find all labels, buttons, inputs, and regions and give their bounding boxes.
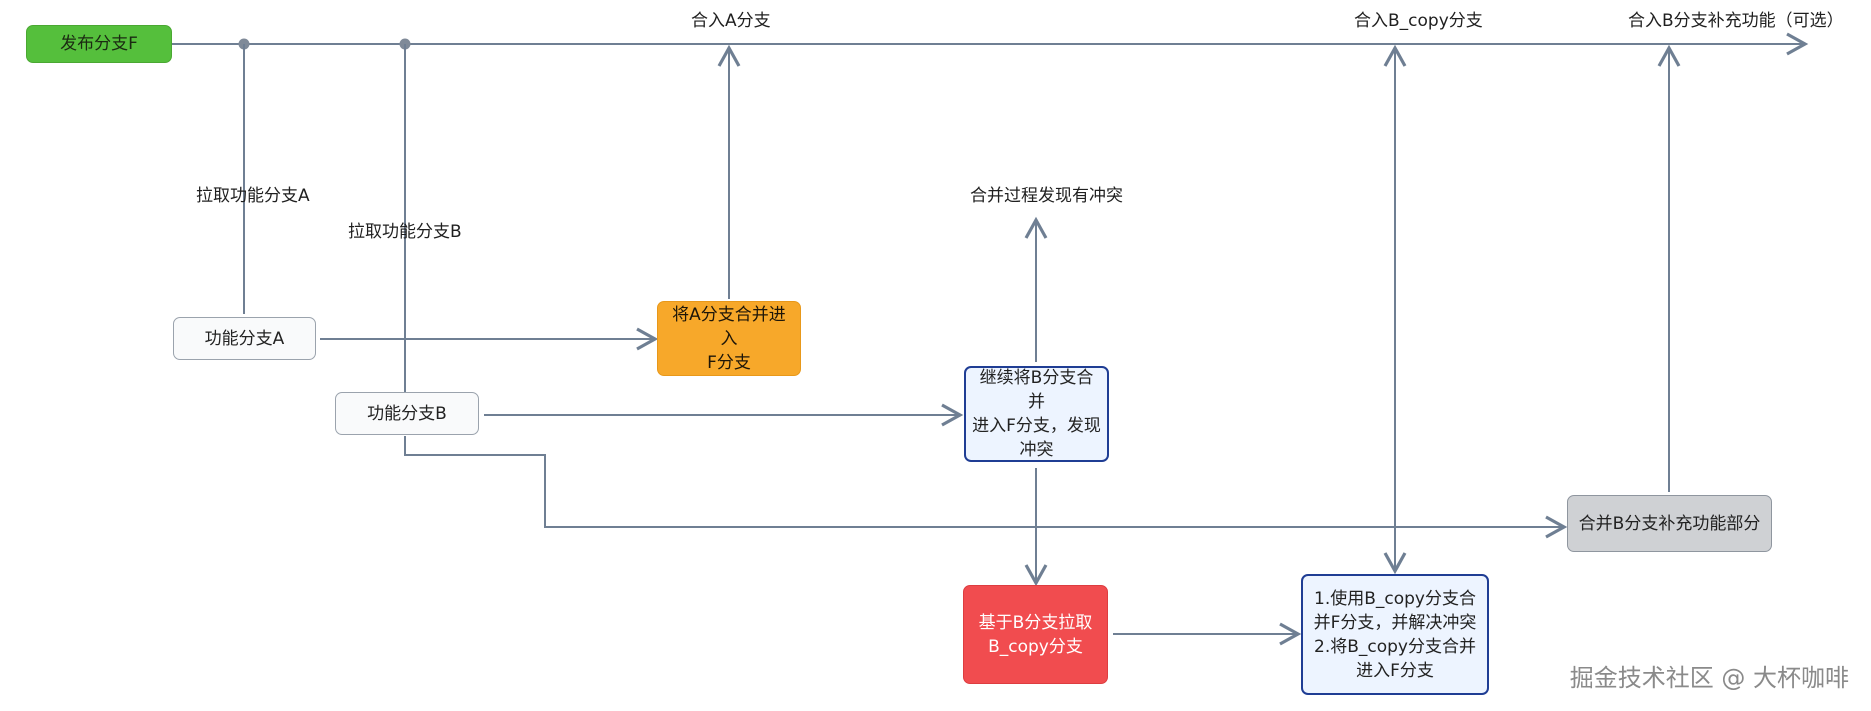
pull-feature-a-label: 拉取功能分支A [196,186,310,206]
merge-b-conflict-label: 继续将B分支合并 进入F分支，发现 冲突 [972,368,1101,460]
feature-b-label: 功能分支B [367,403,447,424]
merge-b-conflict-node: 继续将B分支合并 进入F分支，发现 冲突 [964,366,1109,462]
resolve-conflict-label: 1.使用B_copy分支合 并F分支，并解决冲突 2.将B_copy分支合并 进… [1313,588,1477,681]
pull-b-copy-label: 基于B分支拉取 B_copy分支 [978,612,1093,657]
pull-feature-b-label: 拉取功能分支B [348,222,462,242]
merge-a-node: 将A分支合并进入 F分支 [657,301,801,376]
merged-b-supplement-label: 合入B分支补充功能（可选） [1628,11,1844,31]
release-branch-node: 发布分支F [26,25,172,63]
merge-a-label: 将A分支合并进入 F分支 [672,304,786,373]
feature-b-node: 功能分支B [335,392,479,435]
watermark: 掘金技术社区 @ 大杯咖啡 [1569,664,1849,692]
merged-b-copy-label: 合入B_copy分支 [1354,11,1483,31]
feature-b-to-supplement-arrow [404,436,1568,539]
merge-b-supplement-label: 合并B分支补充功能部分 [1578,513,1761,534]
feature-a-label: 功能分支A [204,328,285,349]
release-branch-label: 发布分支F [60,34,138,54]
conflict-found-label: 合并过程发现有冲突 [970,186,1123,206]
merged-a-label: 合入A分支 [691,11,771,31]
feature-a-node: 功能分支A [173,317,316,360]
pull-b-copy-node: 基于B分支拉取 B_copy分支 [963,585,1108,684]
resolve-conflict-node: 1.使用B_copy分支合 并F分支，并解决冲突 2.将B_copy分支合并 进… [1301,574,1489,695]
merge-b-supplement-node: 合并B分支补充功能部分 [1567,495,1772,552]
